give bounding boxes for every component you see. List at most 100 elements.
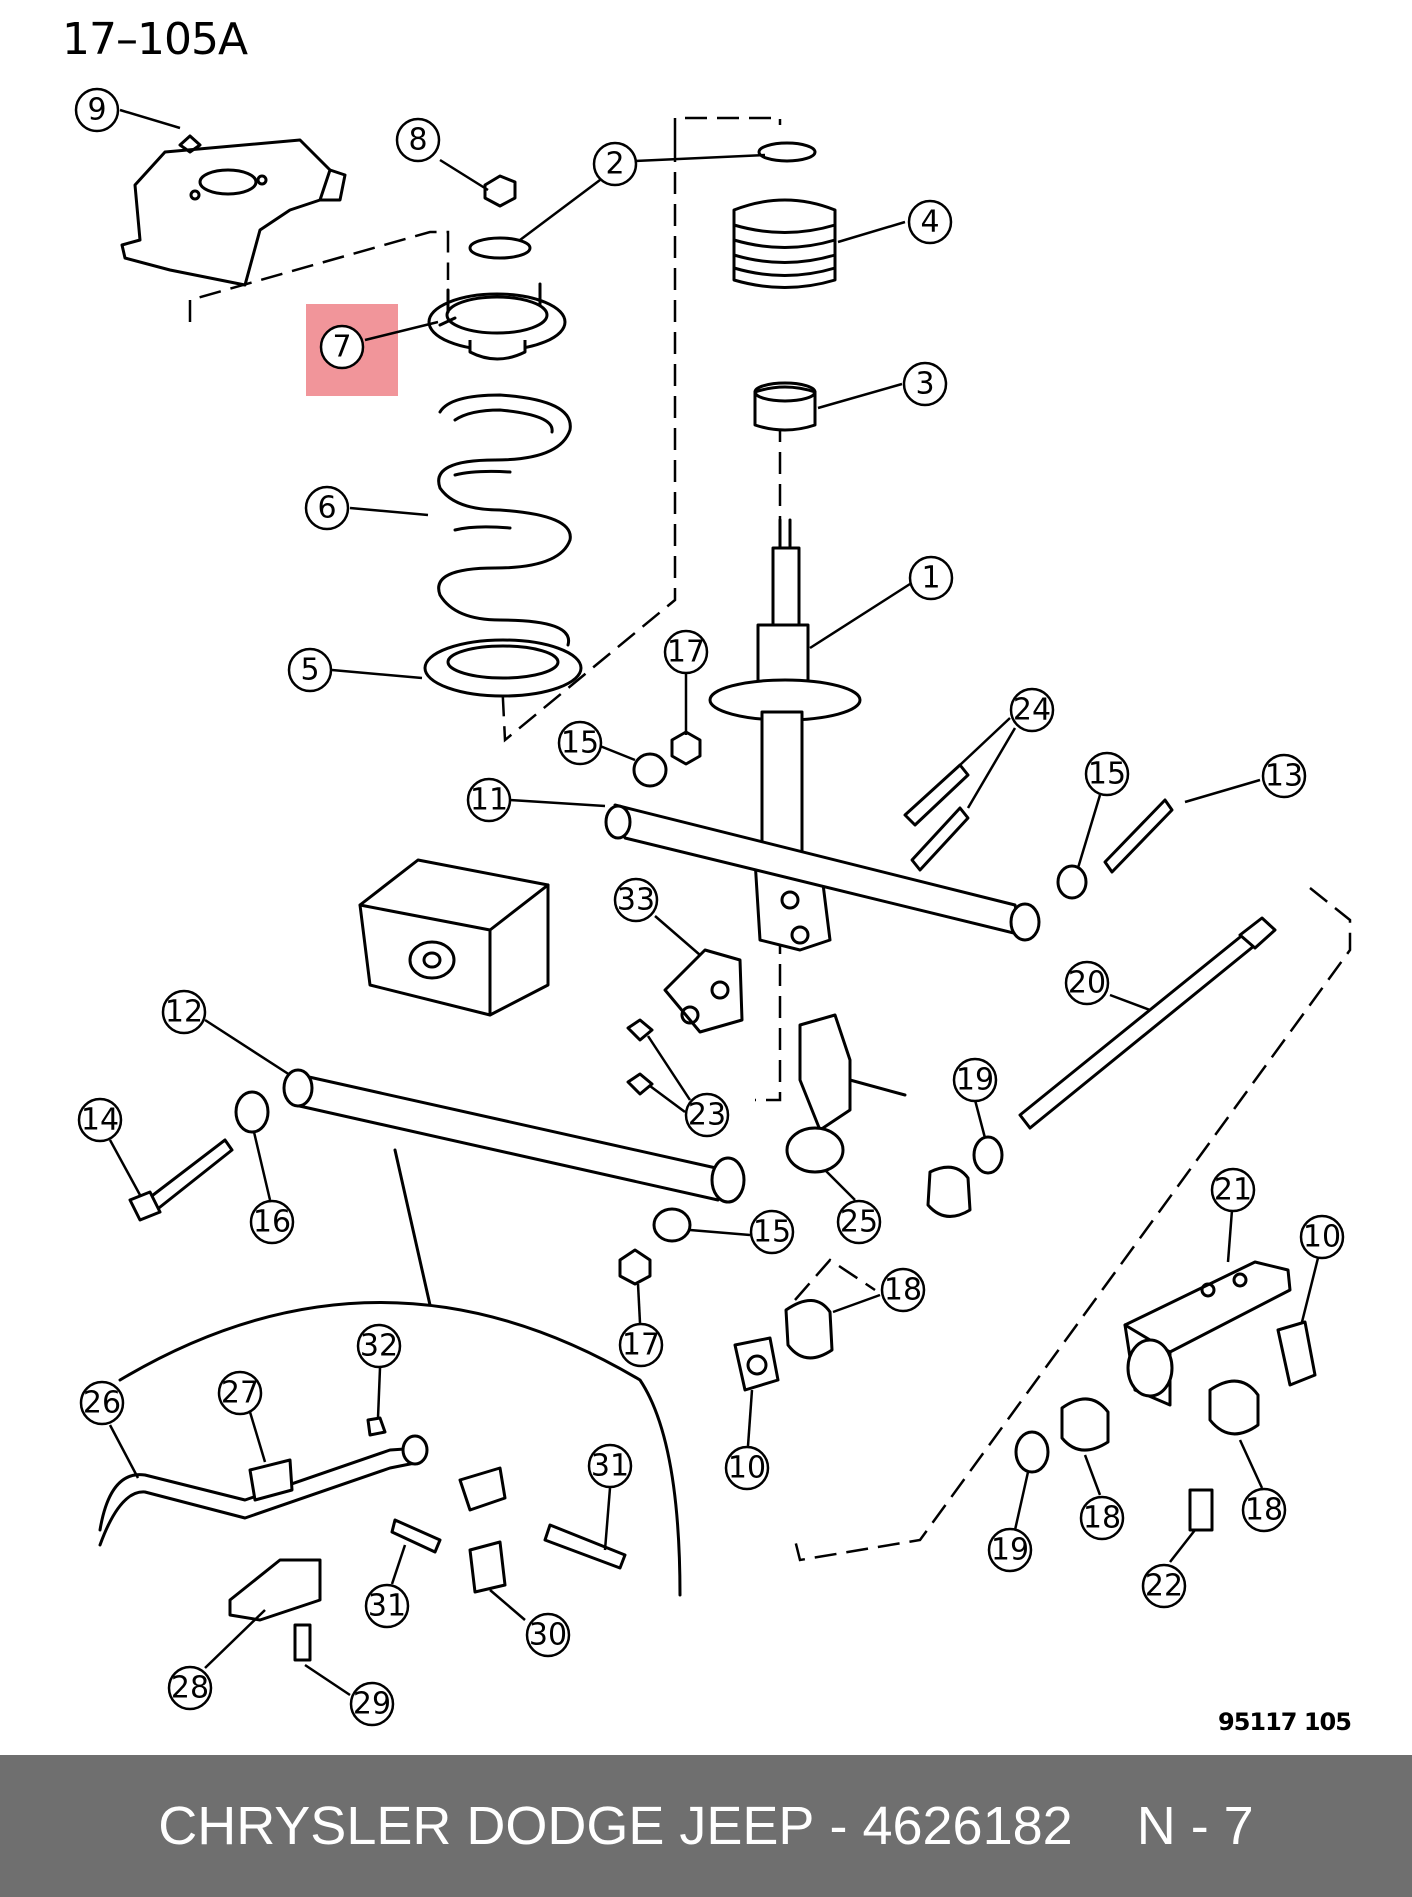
svg-text:15: 15 [753, 1215, 791, 1250]
callout-5: 5 [287, 647, 423, 693]
svg-text:11: 11 [470, 783, 508, 818]
svg-text:17: 17 [622, 1328, 660, 1363]
dashed-group-bracket [793, 887, 1352, 1562]
callout-8: 8 [395, 117, 489, 192]
callout-20: 20 [1064, 960, 1151, 1012]
svg-text:31: 31 [368, 1589, 406, 1624]
svg-text:28: 28 [171, 1671, 209, 1706]
svg-text:8: 8 [408, 123, 427, 158]
svg-text:26: 26 [83, 1386, 121, 1421]
svg-text:23: 23 [688, 1098, 726, 1133]
callout-11: 11 [466, 777, 606, 823]
svg-text:6: 6 [317, 491, 336, 526]
svg-text:10: 10 [1303, 1220, 1341, 1255]
washer-19-lower [1014, 1430, 1050, 1474]
svg-text:10: 10 [728, 1451, 766, 1486]
callout-3: 3 [817, 361, 948, 410]
callout-21: 21 [1210, 1167, 1256, 1263]
bolt-29 [293, 1623, 312, 1662]
callout-24: 24 [959, 687, 1055, 809]
washer-15-upper [632, 752, 668, 788]
callout-17-top: 17 [663, 629, 709, 735]
bushing-19b [926, 1165, 972, 1218]
jounce-bumper-4 [732, 198, 837, 289]
callout-25: 25 [824, 1169, 882, 1245]
callout-2: 2 [519, 141, 766, 241]
bushing-18-right [1208, 1379, 1260, 1436]
callout-7: 7 [319, 320, 439, 370]
svg-text:9: 9 [87, 93, 106, 128]
bracket-33 [663, 948, 744, 1034]
callout-26: 26 [79, 1380, 140, 1479]
footer-separator: - [814, 1796, 863, 1856]
bolt-24a [903, 763, 970, 827]
link-end [401, 1434, 429, 1466]
cross-member-11 [604, 803, 1041, 942]
spring-seat-5 [423, 638, 583, 698]
callout-6: 6 [304, 485, 429, 531]
callout-12: 12 [161, 989, 291, 1077]
svg-text:1: 1 [921, 561, 940, 596]
callout-18-right: 18 [1238, 1439, 1287, 1533]
svg-text:20: 20 [1068, 966, 1106, 1001]
svg-text:12: 12 [165, 995, 203, 1030]
diagram-title: 17–105A [62, 14, 248, 65]
svg-text:22: 22 [1145, 1569, 1183, 1604]
washer-15-lower [652, 1207, 692, 1243]
bushing-18-mid [784, 1299, 834, 1360]
retainer-10-right [1276, 1320, 1317, 1387]
link-30-top [458, 1466, 507, 1512]
svg-text:13: 13 [1265, 759, 1303, 794]
tie-rod-20 [1018, 916, 1277, 1130]
svg-text:5: 5 [300, 653, 319, 688]
svg-text:7: 7 [332, 330, 351, 365]
callout-14: 14 [77, 1097, 142, 1196]
nut-17-lower [618, 1248, 652, 1286]
callout-22: 22 [1141, 1529, 1196, 1609]
coil-spring-6 [437, 393, 572, 647]
svg-text:14: 14 [81, 1103, 119, 1138]
bolt-22 [1188, 1488, 1214, 1532]
svg-text:19: 19 [991, 1533, 1029, 1568]
bolt-31-left [390, 1518, 442, 1554]
bolt-31-right [543, 1523, 627, 1570]
washer-2b-shape [757, 141, 817, 163]
callout-15-lower: 15 [689, 1209, 795, 1255]
svg-text:4: 4 [920, 205, 939, 240]
callout-31-right: 31 [587, 1443, 633, 1551]
callout-32: 32 [356, 1323, 402, 1419]
svg-text:18: 18 [884, 1273, 922, 1308]
svg-text:18: 18 [1245, 1493, 1283, 1528]
svg-text:21: 21 [1214, 1173, 1252, 1208]
footer-part-number: 4626182 [862, 1796, 1073, 1856]
callout-15-right: 15 [1076, 751, 1130, 869]
bolt-24b [910, 806, 970, 872]
bracket-28 [228, 1558, 322, 1622]
upper-mount-bracket [120, 134, 347, 287]
callout-4: 4 [837, 199, 953, 245]
svg-text:15: 15 [1088, 757, 1126, 792]
svg-text:19: 19 [956, 1063, 994, 1098]
callout-13: 13 [1184, 753, 1307, 804]
svg-text:17: 17 [667, 635, 705, 670]
callout-29: 29 [304, 1663, 395, 1727]
callout-16: 16 [249, 1131, 295, 1245]
washer-16 [234, 1090, 270, 1134]
svg-text:15: 15 [561, 726, 599, 761]
diagram-reference-code: 95117 105 [1218, 1708, 1352, 1736]
callout-33: 33 [613, 877, 701, 956]
upper-strut-mount-7 [427, 282, 567, 361]
svg-text:24: 24 [1013, 693, 1051, 728]
knuckle-25 [785, 1013, 907, 1174]
callout-31-left: 31 [364, 1544, 410, 1629]
svg-text:29: 29 [353, 1687, 391, 1722]
callout-19-lower: 19 [987, 1471, 1033, 1573]
svg-text:25: 25 [840, 1205, 878, 1240]
washer-2-shape [468, 236, 532, 260]
link-30 [468, 1540, 507, 1594]
washer-19 [972, 1135, 1004, 1175]
callout-9: 9 [74, 87, 181, 133]
diagram-drawing: 9 8 2 4 7 3 6 1 5 17 15 24 11 15 13 33 1… [74, 87, 1352, 1727]
inset-outline [118, 1301, 682, 1597]
